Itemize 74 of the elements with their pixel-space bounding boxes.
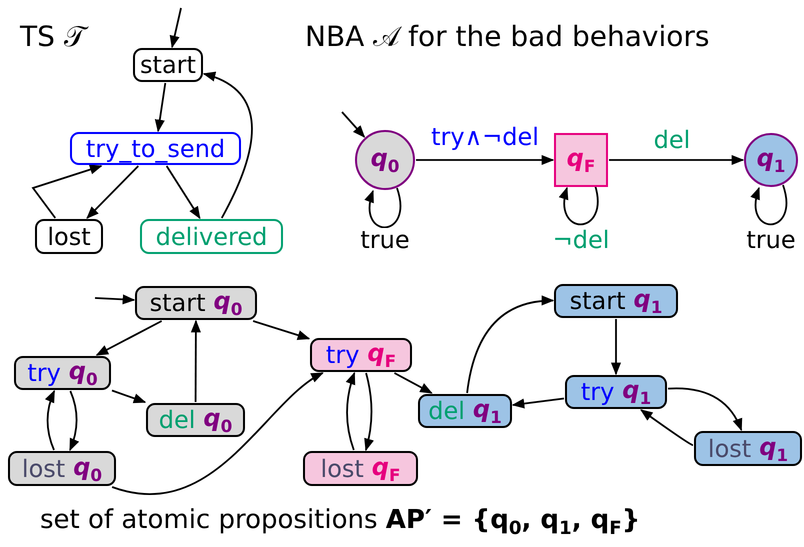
state-circle bbox=[355, 130, 415, 190]
transition-arrow bbox=[202, 72, 253, 218]
transition-arrow bbox=[512, 398, 564, 409]
state-box bbox=[133, 48, 203, 82]
automaton-state-label: q$_{F}$ bbox=[367, 339, 396, 371]
state-label: try bbox=[580, 378, 614, 406]
self-loop-arrow bbox=[560, 184, 598, 226]
state-label: try bbox=[326, 341, 360, 369]
transition-arrow bbox=[170, 8, 182, 48]
transition-arrow bbox=[154, 82, 166, 132]
automaton-state-label: q$_{1}$ bbox=[472, 395, 502, 427]
state-box bbox=[303, 451, 418, 486]
transition-arrow bbox=[416, 154, 554, 166]
state-label: lost bbox=[708, 434, 752, 462]
state-box bbox=[140, 219, 283, 254]
transition-arrow bbox=[364, 372, 374, 452]
state-label: delivered bbox=[156, 222, 268, 250]
state-label: lost bbox=[320, 454, 364, 482]
section-heading: NBA 𝒜 for the bad behaviors bbox=[305, 20, 710, 54]
automaton-state-label: q$_{F}$ bbox=[566, 144, 596, 176]
state-box bbox=[310, 338, 412, 372]
state-label: lost bbox=[22, 454, 66, 482]
state-box bbox=[694, 431, 802, 466]
transition-arrow bbox=[94, 294, 136, 304]
automaton-state-label: q$_{1}$ bbox=[634, 285, 662, 317]
state-box bbox=[8, 451, 116, 486]
automaton-state-label: q$_{0}$ bbox=[73, 452, 102, 484]
transition-arrow bbox=[32, 164, 102, 219]
transition-arrow bbox=[466, 296, 554, 394]
transition-arrow bbox=[45, 390, 56, 450]
transition-arrow bbox=[341, 111, 366, 138]
automaton-state-label: q$_{1}$ bbox=[756, 144, 786, 176]
transition-arrow bbox=[640, 409, 694, 446]
state-box bbox=[418, 394, 512, 428]
state-box bbox=[146, 403, 245, 437]
transition-arrow bbox=[609, 154, 744, 166]
state-label: del bbox=[428, 397, 465, 425]
state-label: start bbox=[570, 287, 626, 315]
automaton-state-label: q$_{F}$ bbox=[372, 452, 400, 484]
state-circle bbox=[744, 133, 798, 187]
self-loop-arrow bbox=[365, 188, 402, 228]
transition-arrow bbox=[112, 372, 324, 494]
transition-arrow bbox=[668, 388, 742, 432]
transition-arrow bbox=[394, 372, 433, 394]
state-label: start bbox=[150, 289, 206, 317]
automaton-state-label: q$_{1}$ bbox=[622, 376, 652, 408]
automaton-state-label: q$_{0}$ bbox=[370, 144, 400, 176]
transition-arrow bbox=[96, 320, 162, 356]
transition-arrow bbox=[69, 390, 79, 452]
automaton-state-label: q$_{0}$ bbox=[214, 287, 242, 319]
state-box bbox=[35, 219, 103, 254]
state-box bbox=[14, 356, 111, 390]
state-label: del bbox=[158, 406, 196, 434]
state-box bbox=[135, 286, 257, 320]
state-box bbox=[565, 375, 667, 409]
state-label: try_to_send bbox=[86, 134, 226, 162]
self-loop-arrow bbox=[751, 184, 788, 226]
state-box bbox=[70, 132, 241, 165]
note-text: set of atomic propositions AP′ = {q$_{0}$, q$_{1}$, q$_{F}$} bbox=[40, 505, 640, 540]
state-box bbox=[554, 284, 678, 318]
accepting-state-box bbox=[554, 133, 608, 187]
state-label: start bbox=[140, 51, 196, 79]
transition-arrow bbox=[190, 320, 201, 402]
transition-arrow bbox=[610, 319, 622, 376]
transition-arrow bbox=[86, 165, 139, 219]
state-label: lost bbox=[47, 222, 91, 250]
state-label: try bbox=[27, 359, 61, 387]
automaton-state-label: q$_{0}$ bbox=[203, 404, 232, 436]
transition-arrow bbox=[166, 166, 200, 220]
transition-arrow bbox=[112, 390, 146, 404]
automaton-state-label: q$_{1}$ bbox=[759, 432, 788, 464]
transition-arrow bbox=[252, 320, 310, 340]
automaton-state-label: q$_{0}$ bbox=[68, 357, 98, 389]
transition-arrow bbox=[346, 372, 356, 450]
